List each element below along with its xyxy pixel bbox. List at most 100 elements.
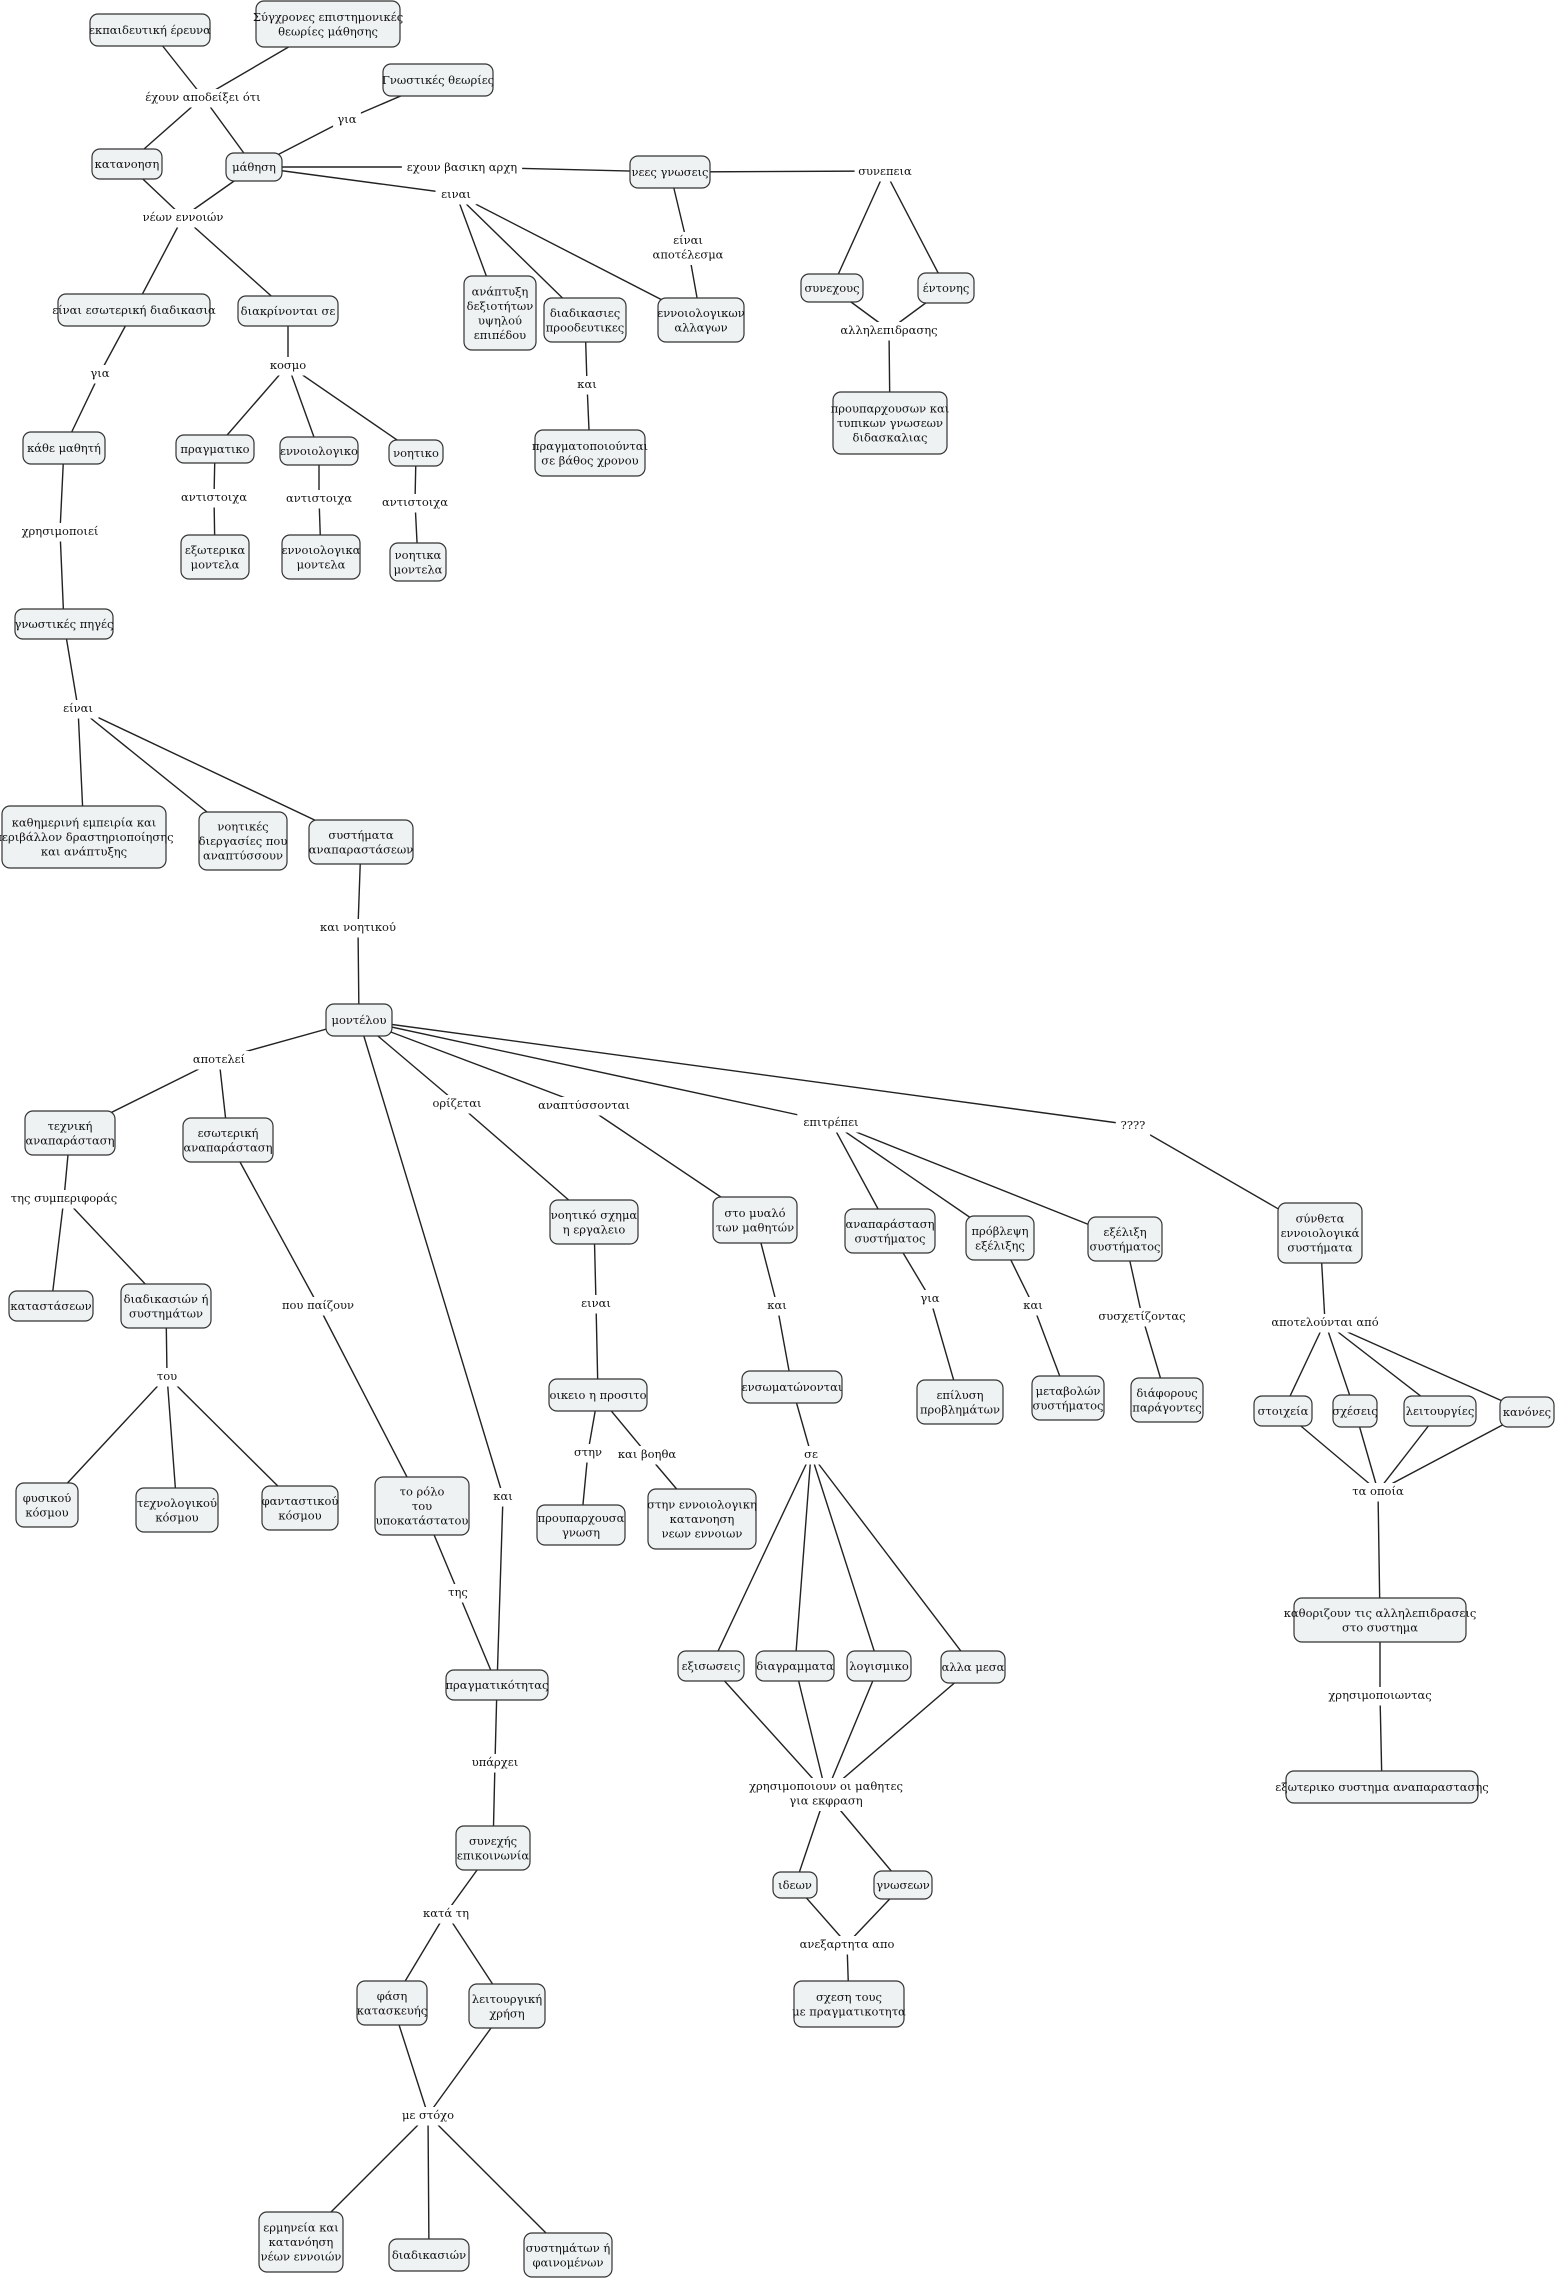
concept-node-mathisi[interactable]: μάθηση — [225, 152, 283, 182]
concept-node-sxeseis[interactable]: σχέσεις — [1332, 1394, 1378, 1428]
concept-node-oikeio[interactable]: οικειο η προσιτο — [548, 1378, 648, 1412]
concept-node-diakrinontai[interactable]: διακρίνονται σε — [237, 295, 339, 327]
concept-box — [1277, 1202, 1363, 1264]
link-label-antistoixa-1: αντιστοιχα — [177, 489, 251, 508]
link-label-sunepeia: συνεπεια — [854, 163, 916, 182]
concept-text: εχουν βασικη αρχη — [407, 160, 517, 174]
link-label-background — [426, 1095, 488, 1114]
concept-node-diadikasion[interactable]: διαδικασιών — [388, 2238, 470, 2272]
connector-lines — [46, 23, 1528, 2256]
link-label-background — [282, 490, 356, 509]
concept-node-ensomatonontai[interactable]: ενσωματώνονται — [741, 1370, 843, 1404]
concept-box — [965, 1215, 1035, 1261]
concept-text: προβλημάτων — [920, 1402, 1000, 1416]
concept-node-kanones[interactable]: κανόνες — [1499, 1396, 1555, 1428]
concept-box — [15, 1482, 79, 1528]
concept-text: κοσμο — [270, 358, 306, 372]
link-label-syschetizontas: συσχετίζοντας — [1095, 1308, 1189, 1327]
concept-node-leitourgies[interactable]: λειτουργίες — [1403, 1395, 1477, 1427]
concept-text: και βοηθα — [618, 1447, 677, 1461]
concept-node-diagrammata[interactable]: διαγραμματα — [755, 1650, 835, 1682]
concept-node-entonis[interactable]: έντονης — [917, 272, 975, 304]
link-label-background — [575, 1295, 617, 1314]
concept-node-esot-diadikasia[interactable]: είναι εσωτερική διαδικασια — [52, 293, 216, 327]
concept-text: του — [412, 1499, 432, 1513]
concept-box — [543, 297, 627, 343]
concept-text: εσωτερική — [198, 1126, 259, 1140]
concept-text: προυπαρχουσων και — [831, 402, 950, 416]
concept-node-stoixeia[interactable]: στοιχεία — [1253, 1395, 1313, 1427]
concept-node-pragmatiko[interactable]: πραγματικο — [175, 434, 255, 464]
concept-node-ideon[interactable]: ιδεων — [772, 1871, 818, 1899]
concept-node-ekp-ereuna[interactable]: εκπαιδευτική έρευνα — [89, 13, 211, 47]
concept-node-pragmatikotitas[interactable]: πραγματικότητας — [445, 1669, 549, 1701]
concept-node-katastaseon[interactable]: καταστάσεων — [8, 1290, 94, 1322]
concept-text: των μαθητών — [716, 1220, 794, 1234]
concept-node-gnost-theories[interactable]: Γνωστικές θεωρίες — [382, 63, 494, 97]
concept-text: τα οποία — [1352, 1484, 1404, 1498]
concept-text: χρήση — [489, 2006, 524, 2020]
concept-text: στην — [574, 1445, 602, 1459]
link-label-background — [435, 186, 477, 205]
concept-node-synexous[interactable]: συνεχους — [800, 273, 864, 303]
link-label-einai-1: ειναι — [435, 186, 477, 205]
concept-node-exisoseis[interactable]: εξισωσεις — [677, 1650, 745, 1682]
concept-node-alla-mesa[interactable]: αλλα μεσα — [940, 1650, 1006, 1684]
concept-node-noitiko[interactable]: νοητικο — [388, 439, 444, 467]
concept-node-logismiko[interactable]: λογισμικο — [846, 1650, 912, 1682]
concept-node-ennoiologiko[interactable]: εννοιολογικο — [279, 436, 359, 466]
link-label-background — [613, 1446, 681, 1465]
concept-node-nees-gnoseis[interactable]: νεες γνωσεις — [629, 155, 711, 189]
concept-text: ανάπτυξη — [472, 284, 529, 298]
concept-node-exoteriko-systima[interactable]: εξωτερικο συστημα αναπαραστασης — [1275, 1770, 1489, 1804]
concept-node-gnost-piges[interactable]: γνωστικές πηγές — [14, 608, 114, 640]
concept-text: νοητικα — [395, 548, 442, 562]
concept-node-kathe-mathiti[interactable]: κάθε μαθητή — [22, 431, 106, 465]
concept-text: του — [157, 1369, 177, 1383]
concept-text: συσχετίζοντας — [1098, 1309, 1185, 1323]
concept-node-montelou[interactable]: μοντέλου — [325, 1003, 393, 1037]
connector-line — [455, 193, 702, 321]
link-label-background — [800, 1446, 822, 1465]
concept-node-katanoisi[interactable]: κατανοηση — [91, 148, 163, 180]
concept-node-gnoseon[interactable]: γνωσεων — [873, 1870, 933, 1900]
concept-text: συστήματα — [328, 828, 394, 842]
